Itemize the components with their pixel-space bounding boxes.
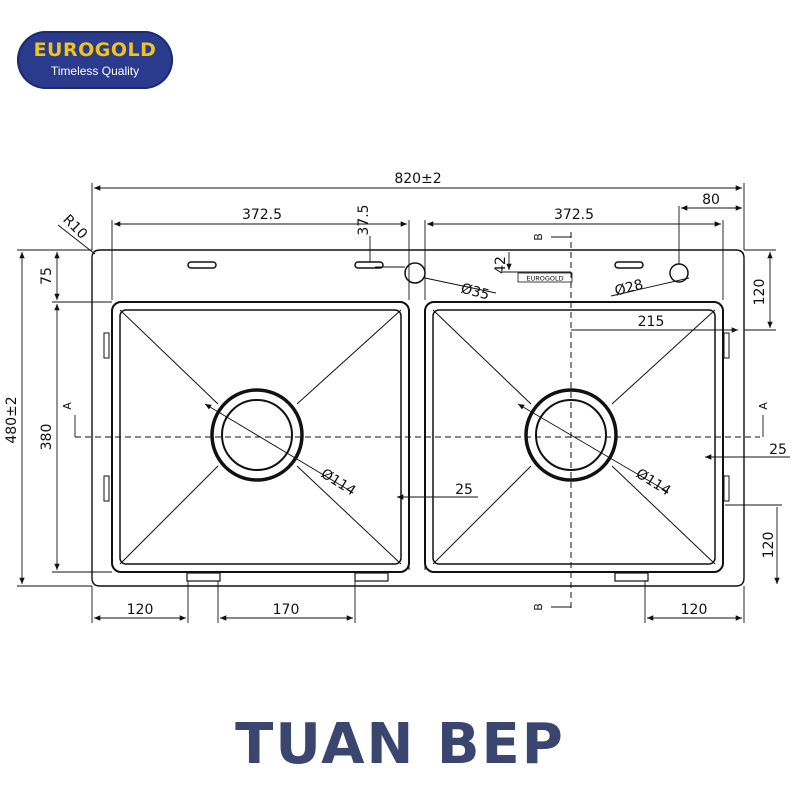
eurogold-logo: EUROGOLD Timeless Quality [17, 31, 173, 89]
deck-emboss: EUROGOLD [517, 272, 573, 283]
dim-bottom-right: 120 [681, 602, 708, 618]
dim-right-edge: 80 [702, 192, 720, 208]
dim-120-right-bottom: 120 [761, 532, 777, 559]
dim-bottom-left: 120 [127, 602, 154, 618]
svg-text:EUROGOLD: EUROGOLD [526, 275, 563, 283]
dim-215: 215 [638, 314, 665, 330]
dimension-labels: 820±2 372.5 372.5 80 37.5 R10 480±2 75 3… [4, 171, 787, 618]
bottom-clips [186, 572, 649, 582]
dim-42: 42 [493, 256, 509, 274]
dim-tap-right: Ø28 [613, 277, 645, 300]
dim-corner-radius: R10 [59, 212, 90, 243]
sink-outline [91, 249, 745, 587]
logo-brand: EUROGOLD [33, 39, 157, 61]
dim-25-right: 25 [769, 442, 787, 458]
dim-120-right-top: 120 [752, 279, 768, 306]
deck-slots [187, 261, 644, 269]
dim-overall-width: 820±2 [394, 171, 441, 187]
dim-top-margin: 75 [39, 267, 55, 285]
bowl-divider [408, 310, 426, 570]
dim-bowl-left: 372.5 [242, 207, 282, 223]
dimension-lines [17, 183, 790, 623]
footer-title: TUAN BEP [235, 712, 565, 777]
logo-tagline: Timeless Quality [50, 64, 140, 78]
dim-bowl-depth: 380 [39, 424, 55, 451]
dim-drain-right: Ø114 [633, 466, 674, 500]
section-labels: A A B B [61, 233, 770, 611]
dim-bottom-170: 170 [273, 602, 300, 618]
section-b-top: B [532, 233, 545, 241]
dim-tap-left: Ø35 [459, 281, 491, 304]
dim-drain-left: Ø114 [318, 466, 359, 500]
section-b-bottom: B [532, 603, 545, 611]
dim-bowl-right: 372.5 [554, 207, 594, 223]
section-a-left: A [61, 402, 74, 410]
dim-25-center: 25 [455, 482, 473, 498]
dim-deck-offset: 37.5 [356, 204, 372, 235]
section-a-right: A [757, 402, 770, 410]
dim-overall-depth: 480±2 [4, 396, 20, 443]
sink-technical-drawing: EUROGOLD [4, 171, 790, 623]
center-lines [75, 232, 760, 608]
